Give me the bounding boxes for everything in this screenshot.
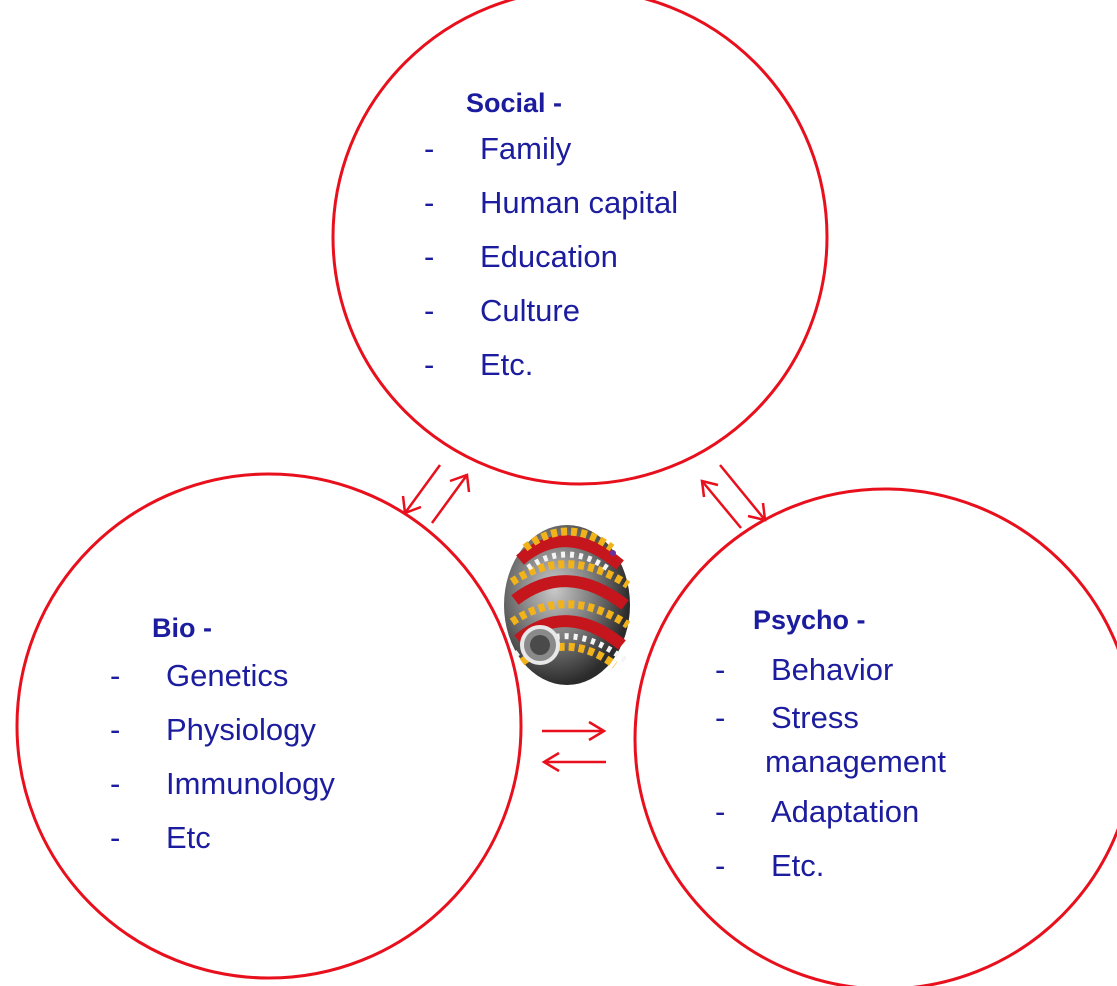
list-marker: - <box>424 185 435 220</box>
social-list: - Family - Human capital - Education - Cultu… <box>424 122 678 392</box>
bio-item-label: Etc <box>166 820 211 855</box>
social-circle <box>331 0 829 486</box>
list-item: - Culture <box>424 284 678 338</box>
list-item-continuation: management <box>715 739 946 785</box>
social-item-label: Culture <box>480 293 580 328</box>
arrow-psycho-to-social <box>700 479 742 529</box>
list-marker: - <box>715 700 726 735</box>
arrow-bio-to-social <box>430 473 471 524</box>
list-marker: - <box>424 293 435 328</box>
list-item: - Family <box>424 122 678 176</box>
social-item-label: Etc. <box>480 347 534 382</box>
bio-text-block: Bio - - Genetics - Physiology - Immunology … <box>110 611 335 865</box>
list-marker: - <box>424 347 435 382</box>
social-text-block: Social - - Family - Human capital - Educati… <box>424 86 678 392</box>
list-marker: - <box>110 766 121 801</box>
social-item-label: Education <box>480 239 618 274</box>
list-marker: - <box>110 658 121 693</box>
social-heading: Social - <box>466 88 563 118</box>
nanoparticle-sphere-icon <box>504 525 631 685</box>
psycho-heading: Psycho - <box>753 605 866 635</box>
list-marker: - <box>424 131 435 166</box>
list-marker: - <box>715 794 726 829</box>
list-marker: - <box>424 239 435 274</box>
arrow-psycho-to-bio <box>541 751 606 773</box>
arrow-social-to-psycho <box>719 464 767 522</box>
arrow-social-to-bio <box>401 464 442 515</box>
list-marker: - <box>715 848 726 883</box>
list-item: - Genetics <box>110 649 335 703</box>
psycho-item-label: Stress <box>771 700 859 735</box>
list-marker: - <box>110 712 121 747</box>
list-item: - Adaptation <box>715 785 946 839</box>
social-item-label: Human capital <box>480 185 679 220</box>
psycho-circle <box>633 487 1117 986</box>
list-item: - Etc <box>110 811 335 865</box>
list-marker: - <box>715 652 726 687</box>
social-item-label: Family <box>480 131 572 166</box>
bio-item-label: Physiology <box>166 712 316 747</box>
psycho-text-block: Psycho - - Behavior - Stress management - A… <box>715 603 946 893</box>
bio-list: - Genetics - Physiology - Immunology - Etc <box>110 649 335 865</box>
list-item: - Human capital <box>424 176 678 230</box>
psycho-item-label: Behavior <box>771 652 894 687</box>
list-item: - Immunology <box>110 757 335 811</box>
list-item: - Etc. <box>424 338 678 392</box>
psycho-item-label: Adaptation <box>771 794 920 829</box>
list-item: - Physiology <box>110 703 335 757</box>
bio-item-label: Immunology <box>166 766 335 801</box>
psycho-item-label: management <box>765 744 946 779</box>
arrow-bio-to-psycho <box>542 720 607 742</box>
psycho-list: - Behavior - Stress management - Adaptation… <box>715 643 946 893</box>
list-item: - Behavior <box>715 643 946 697</box>
bio-circle <box>15 472 523 980</box>
list-item: - Etc. <box>715 839 946 893</box>
psycho-item-label: Etc. <box>771 848 825 883</box>
list-marker: - <box>110 820 121 855</box>
bio-heading: Bio - <box>152 613 212 643</box>
list-item: - Education <box>424 230 678 284</box>
list-item: - Stress <box>715 697 946 739</box>
bio-item-label: Genetics <box>166 658 289 693</box>
